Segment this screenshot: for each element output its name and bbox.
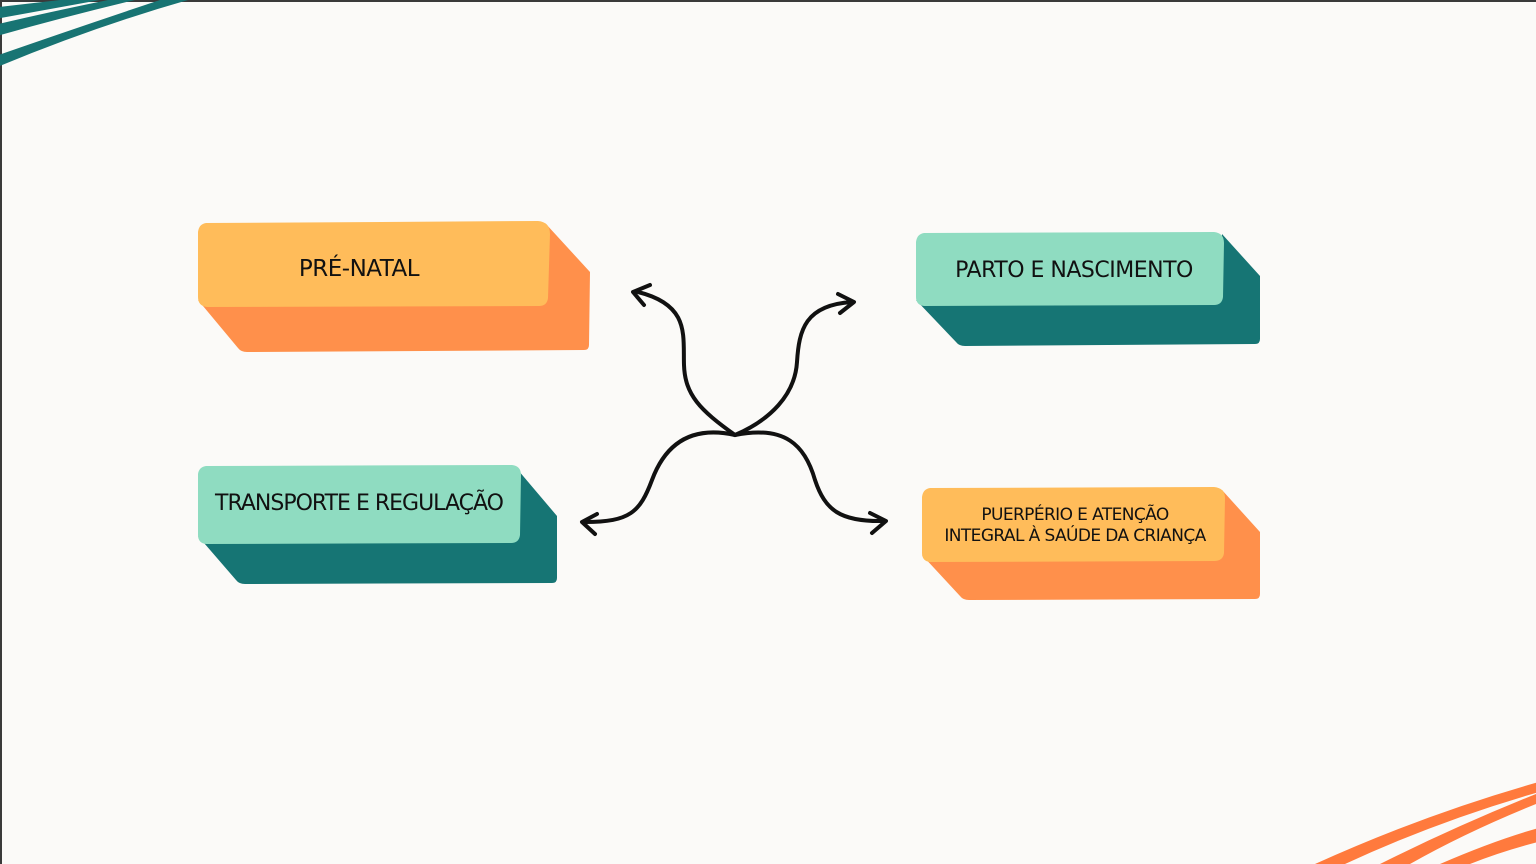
arrowhead-parto [836,292,856,315]
arrowhead-puerperio [868,511,888,535]
node-transporte [198,465,557,584]
node-parto-side [916,234,1260,346]
node-parto-face [916,232,1224,306]
node-pre-natal-face [198,221,550,307]
bottom-right-stripe [1315,782,1536,864]
node-label-parto: PARTO E NASCIMENTO [955,257,1193,283]
node-puerperio [922,487,1260,600]
bottom-right-stripe [1380,793,1536,864]
arrowhead-transporte [580,512,599,536]
arrowhead-pre-natal [631,283,652,307]
arrow-to-pre-natal [636,290,737,437]
node-label-transporte: TRANSPORTE E REGULAÇÃO [215,490,504,516]
node-transporte-side [198,470,557,584]
node-pre-natal-side [198,224,590,352]
node-transporte-face [198,465,521,544]
node-label-pre-natal: PRÉ-NATAL [298,255,420,282]
node-parto [916,232,1260,346]
arrow-to-transporte [583,430,737,524]
bottom-right-stripe [1440,828,1536,864]
node-pre-natal [198,221,590,352]
node-puerperio-face [922,487,1225,562]
node-label-puerperio: PUERPÉRIO E ATENÇÃO INTEGRAL À SAÚDE DA … [944,505,1206,546]
top-left-stripe [0,0,100,19]
top-left-stripe [0,0,135,36]
arrow-to-parto [733,300,854,437]
arrow-to-puerperio [733,430,886,524]
node-puerperio-side [922,490,1260,600]
